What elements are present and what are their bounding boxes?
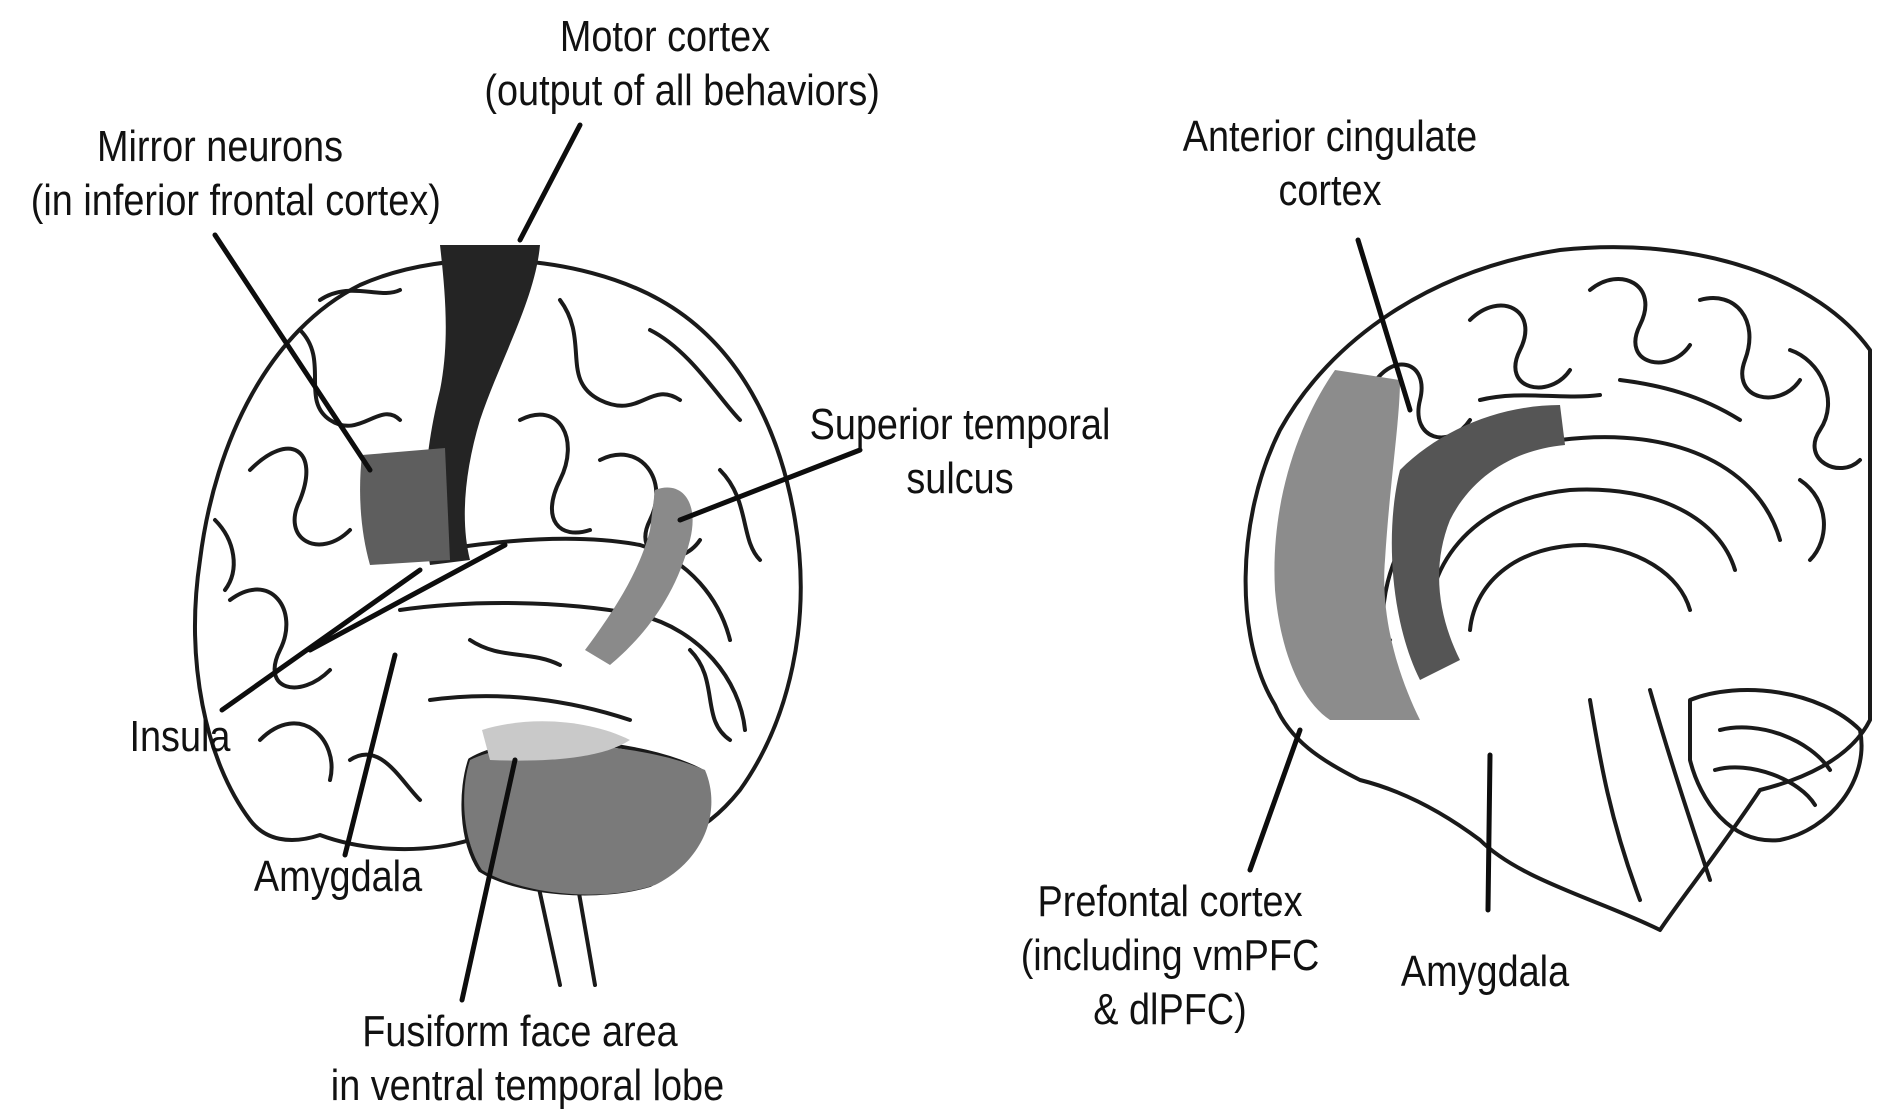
mirror-neurons-region — [360, 448, 450, 565]
label-mirror-neurons-line-1: Mirror neurons — [31, 120, 409, 174]
label-acc-line-2: cortex — [1175, 164, 1485, 218]
label-sts-line-1: Superior temporal — [788, 398, 1132, 452]
label-sts-line-2: sulcus — [788, 452, 1132, 506]
label-prefrontal-cortex: Prefontal cortex (including vmPFC & dlPF… — [1015, 875, 1325, 1037]
prefrontal-pointer — [1250, 730, 1300, 870]
label-pfc-line-1: Prefontal cortex — [1015, 875, 1325, 929]
label-acc-line-1: Anterior cingulate — [1175, 110, 1485, 164]
label-fusiform-line-2: in ventral temporal lobe — [331, 1059, 709, 1113]
label-fusiform-line-1: Fusiform face area — [331, 1005, 709, 1059]
label-amygdala-lateral: Amygdala — [243, 850, 432, 904]
label-insula-line-1: Insula — [111, 710, 249, 764]
amygdala-pointer-medial — [1488, 755, 1490, 910]
label-pfc-line-2: (including vmPFC — [1015, 929, 1325, 983]
lateral-regions — [360, 245, 711, 895]
label-pfc-line-3: & dlPFC) — [1015, 983, 1325, 1037]
label-amygdala-medial-line-1: Amygdala — [1390, 945, 1579, 999]
label-amygdala-lateral-line-1: Amygdala — [243, 850, 432, 904]
sts-region — [585, 487, 693, 665]
label-motor-cortex-line-2: (output of all behaviors) — [484, 64, 845, 118]
label-motor-cortex-line-1: Motor cortex — [484, 10, 845, 64]
cingulate-region — [1392, 405, 1565, 680]
label-insula: Insula — [111, 710, 249, 764]
label-amygdala-medial: Amygdala — [1390, 945, 1579, 999]
amygdala-pointer-lateral — [345, 655, 395, 855]
label-superior-temporal-sulcus: Superior temporal sulcus — [788, 398, 1132, 506]
label-mirror-neurons-line-2: (in inferior frontal cortex) — [31, 174, 409, 228]
label-mirror-neurons: Mirror neurons (in inferior frontal cort… — [31, 120, 409, 228]
label-motor-cortex: Motor cortex (output of all behaviors) — [484, 10, 845, 118]
medial-cerebellum — [1690, 690, 1862, 840]
label-anterior-cingulate-cortex: Anterior cingulate cortex — [1175, 110, 1485, 218]
motor-cortex-pointer — [520, 125, 580, 240]
mirror-neurons-pointer — [215, 235, 370, 470]
label-fusiform-face-area: Fusiform face area in ventral temporal l… — [331, 1005, 709, 1113]
